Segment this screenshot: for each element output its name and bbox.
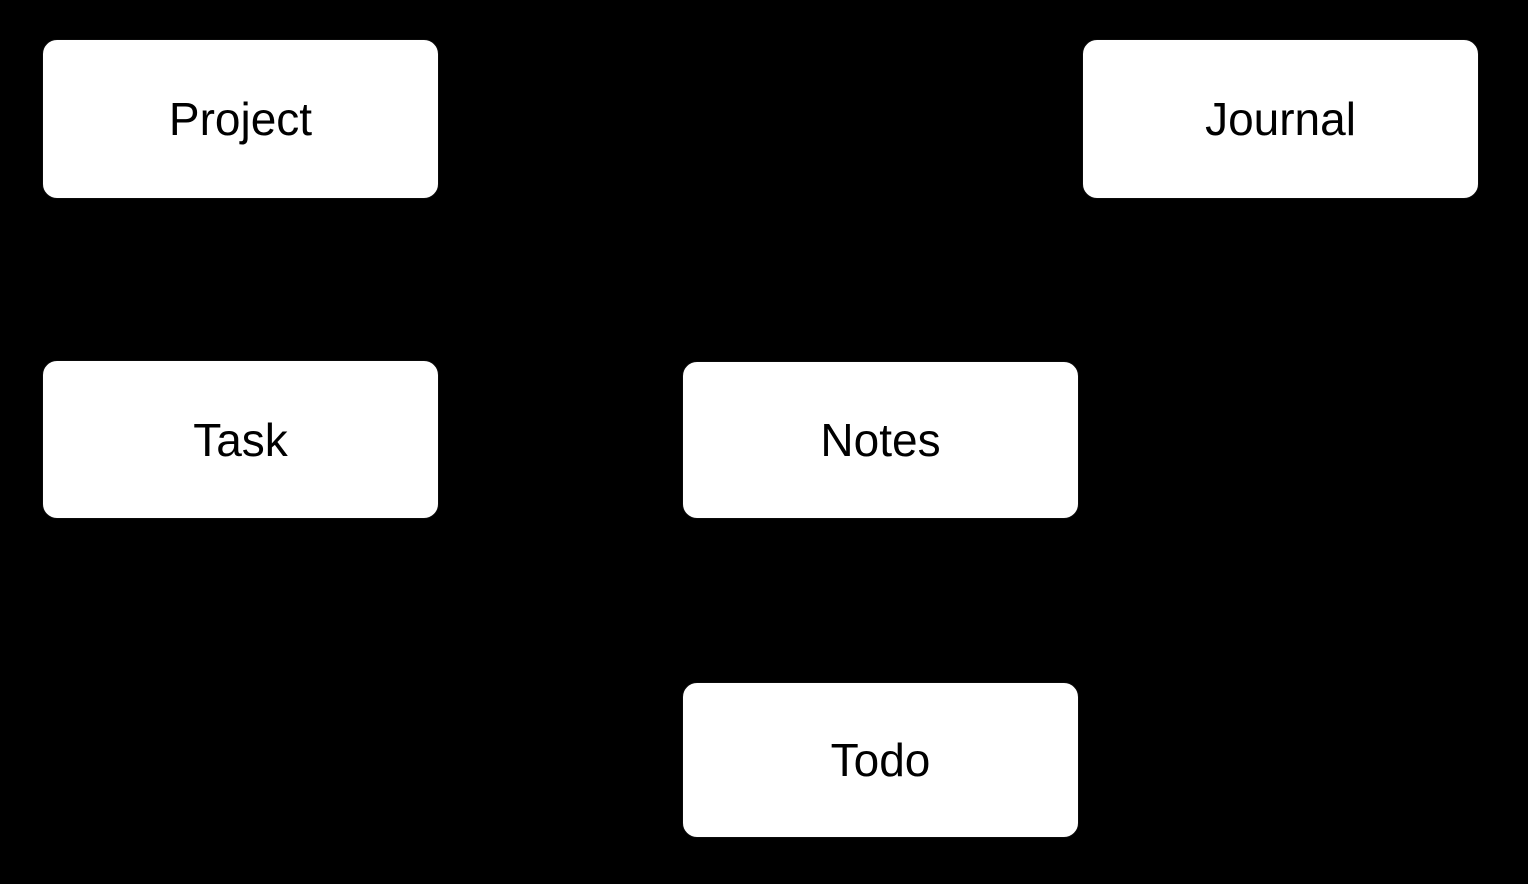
- node-task[interactable]: Task: [42, 360, 439, 519]
- node-journal[interactable]: Journal: [1082, 39, 1479, 199]
- node-label-task: Task: [193, 413, 288, 466]
- node-label-todo: Todo: [830, 734, 931, 786]
- node-label-project: Project: [168, 93, 313, 145]
- node-todo[interactable]: Todo: [682, 682, 1079, 838]
- node-notes[interactable]: Notes: [682, 361, 1079, 519]
- node-label-notes: Notes: [820, 414, 941, 466]
- node-project[interactable]: Project: [42, 39, 439, 199]
- node-label-journal: Journal: [1205, 93, 1356, 145]
